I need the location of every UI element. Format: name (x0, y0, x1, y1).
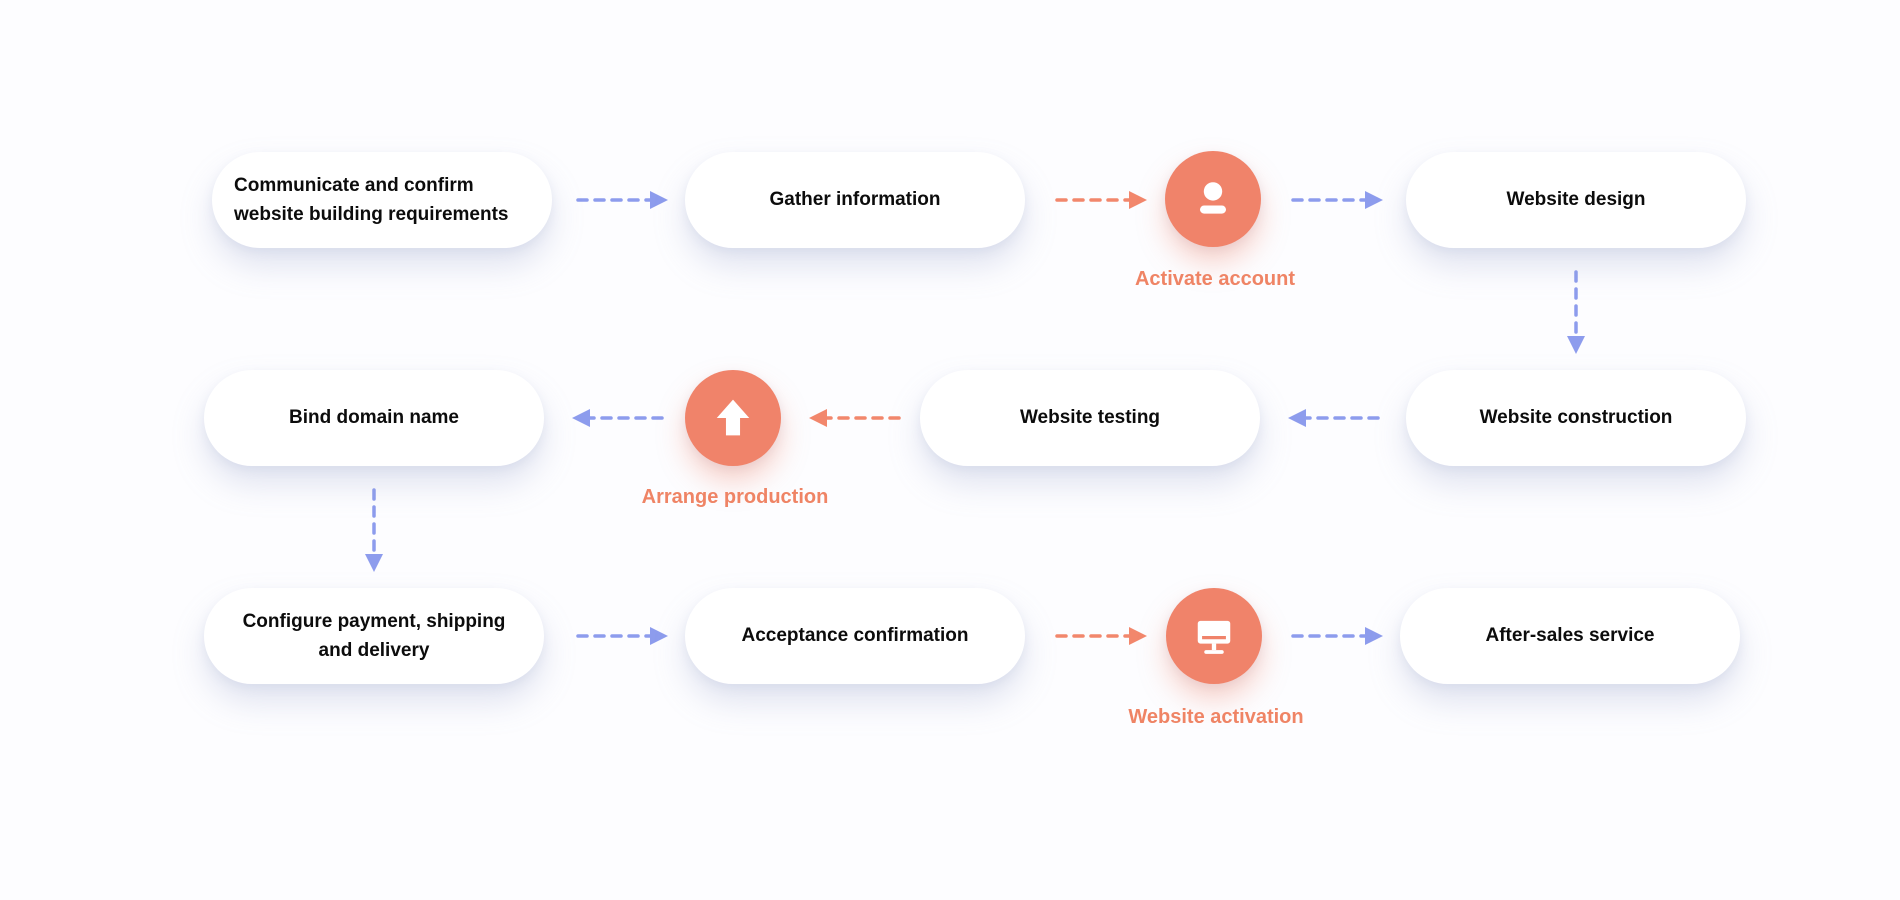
arrow-design-to-construction (1567, 270, 1585, 354)
node-bind-domain-name: Bind domain name (204, 370, 544, 466)
node-website-design: Website design (1406, 152, 1746, 248)
monitor-icon (1197, 620, 1231, 654)
milestone-website-activation (1166, 588, 1262, 684)
upload-icon (716, 399, 750, 436)
arrow-bind-domain-to-configure (365, 488, 383, 572)
node-acceptance-confirmation: Acceptance confirmation (685, 588, 1025, 684)
milestone-label-website-activation: Website activation (1128, 706, 1304, 728)
arrow-acceptance-to-website-activation (1055, 627, 1147, 645)
arrow-gather-to-activate-account (1055, 191, 1147, 209)
node-configure-payment-shipping: Configure payment, shipping and delivery (204, 588, 544, 684)
arrow-arrange-production-to-bind-domain (572, 409, 664, 427)
arrow-activate-account-to-design (1291, 191, 1383, 209)
milestone-label-arrange-production: Arrange production (641, 486, 829, 508)
arrow-construction-to-testing (1288, 409, 1380, 427)
arrow-website-activation-to-after-sales (1291, 627, 1383, 645)
arrow-testing-to-arrange-production (809, 409, 901, 427)
node-website-testing: Website testing (920, 370, 1260, 466)
node-communicate-requirements: Communicate and confirm website building… (212, 152, 552, 248)
node-website-construction: Website construction (1406, 370, 1746, 466)
node-gather-information: Gather information (685, 152, 1025, 248)
milestone-activate-account (1165, 151, 1261, 247)
arrow-configure-to-acceptance (576, 627, 668, 645)
arrow-communicate-to-gather (576, 191, 668, 209)
user-icon (1200, 182, 1226, 214)
node-after-sales-service: After-sales service (1400, 588, 1740, 684)
milestone-label-activate-account: Activate account (1134, 268, 1296, 290)
milestone-arrange-production (685, 370, 781, 466)
